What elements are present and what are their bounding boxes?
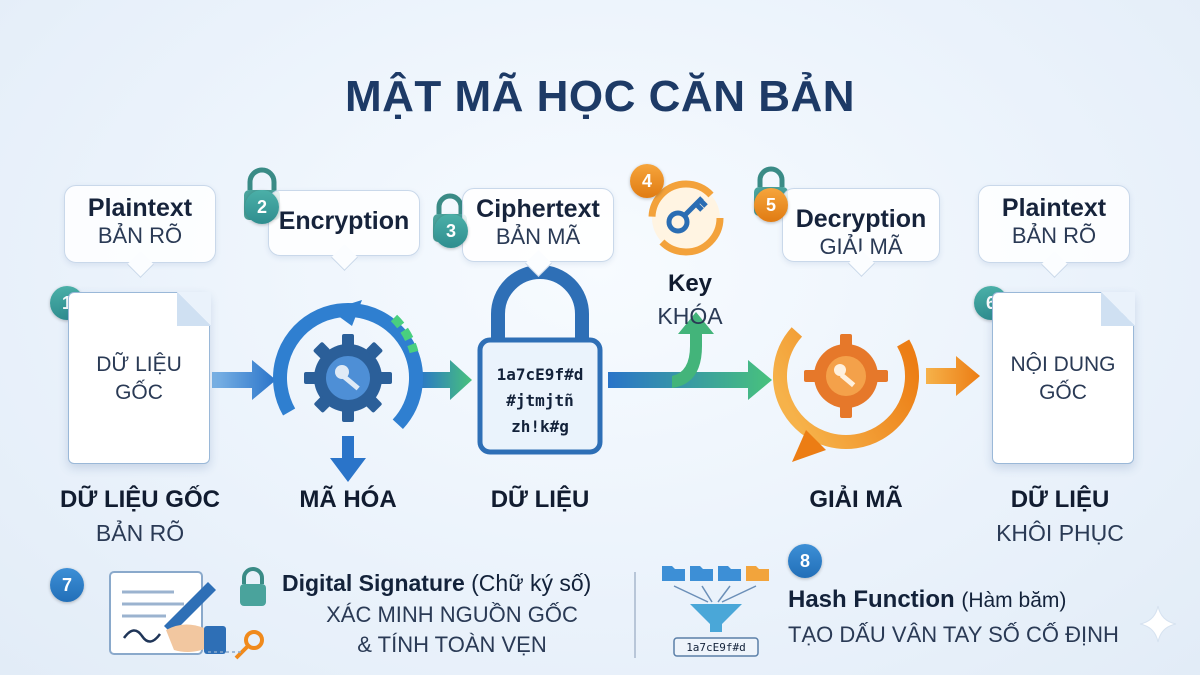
bubble-title: Plaintext <box>87 194 193 222</box>
document-text-line: GỐC <box>115 381 163 404</box>
label-restored-normal: KHÔI PHỤC <box>996 520 1124 546</box>
arrow-key-branch <box>672 312 714 388</box>
bubble-title: Ciphertext <box>476 195 600 223</box>
cipher-line: zh!k#g <box>511 417 569 436</box>
document-text-line: GỐC <box>1039 381 1087 404</box>
bubble-subtitle: BẢN MÃ <box>495 224 581 249</box>
signature-title: Digital Signature <box>282 570 465 596</box>
document-text-line: NỘI DUNG <box>1010 353 1116 376</box>
cipher-text: 1a7cE9f#d #jtmjtñ zh!k#g <box>480 362 600 440</box>
arrow-encrypt-down <box>330 436 366 482</box>
bubble-plaintext-source: Plaintext BẢN RÕ <box>64 185 216 263</box>
key-cycle-icon <box>648 180 724 256</box>
source-document: DỮ LIỆU GỐC <box>68 291 211 464</box>
key-subtitle: KHÓA <box>657 303 723 329</box>
label-source-normal: BẢN RÕ <box>95 520 185 546</box>
hash-title: Hash Function <box>788 586 955 613</box>
document-text: DỮ LIỆU GỐC <box>69 351 209 407</box>
hash-line-1: TẠO DẤU VÂN TAY SỐ CỐ ĐỊNH <box>788 622 1119 647</box>
step-badge-8: 8 <box>788 544 822 578</box>
hash-title-paren: (Hàm băm) <box>961 589 1067 612</box>
label-cipher: DỮ LIỆU <box>490 486 590 513</box>
arrow-decrypt-to-restored <box>926 356 980 396</box>
sparkle-icon <box>1139 605 1177 643</box>
bubble-plaintext-restored: Plaintext BẢN RÕ <box>978 185 1130 263</box>
document-text: NỘI DUNG GỐC <box>993 351 1133 407</box>
step-badge-5: 5 <box>754 188 788 222</box>
signature-title-paren: (Chữ ký số) <box>471 570 592 596</box>
step-badge-7: 7 <box>50 568 84 602</box>
bubble-ciphertext: Ciphertext BẢN MÃ <box>462 188 614 262</box>
arrow-plain-to-encrypt <box>212 360 276 400</box>
bubble-title: Encryption <box>278 207 410 235</box>
hash-funnel-icon <box>662 566 769 657</box>
bubble-subtitle: BẢN RÕ <box>97 223 183 248</box>
step-badge-4: 4 <box>630 164 664 198</box>
label-encrypt: MÃ HÓA <box>299 486 397 513</box>
restored-document: NỘI DUNG GỐC <box>992 291 1135 464</box>
bottom-divider <box>634 572 636 658</box>
signature-line-1: XÁC MINH NGUỒN GỐC <box>326 602 578 627</box>
key-title: Key <box>667 270 713 297</box>
bubble-title: Plaintext <box>1001 194 1107 222</box>
label-decrypt: GIẢI MÃ <box>809 486 903 513</box>
bubble-subtitle: GIẢI MÃ <box>819 234 903 259</box>
cipher-line: 1a7cE9f#d <box>496 365 584 384</box>
label-restored-bold: DỮ LIỆU <box>1010 486 1110 513</box>
bubble-title: Decryption <box>795 205 927 233</box>
bubble-subtitle: BẢN RÕ <box>1011 223 1097 248</box>
encryption-gear-icon <box>273 300 423 453</box>
bubble-encryption: Encryption <box>268 190 420 256</box>
signature-title-row: Digital Signature (Chữ ký số) <box>282 570 622 597</box>
step-badge-2: 2 <box>245 190 279 224</box>
label-source-bold: DỮ LIỆU GỐC <box>60 486 220 513</box>
hash-title-row: Hash Function (Hàm băm) <box>788 586 1168 614</box>
signature-line-2: & TÍNH TOÀN VẸN <box>357 632 547 657</box>
step-badge-3: 3 <box>434 214 468 248</box>
page-title: MẬT MÃ HỌC CĂN BẢN <box>344 72 856 121</box>
hash-value: 1a7cE9f#d <box>686 641 746 654</box>
digital-signature-icon <box>109 567 266 660</box>
document-text-line: DỮ LIỆU <box>96 353 182 376</box>
arrow-encrypt-to-cipher <box>418 360 472 400</box>
decryption-gear-icon <box>773 303 919 462</box>
bubble-decryption: Decryption GIẢI MÃ <box>782 188 940 262</box>
cipher-line: #jtmjtñ <box>506 391 574 410</box>
